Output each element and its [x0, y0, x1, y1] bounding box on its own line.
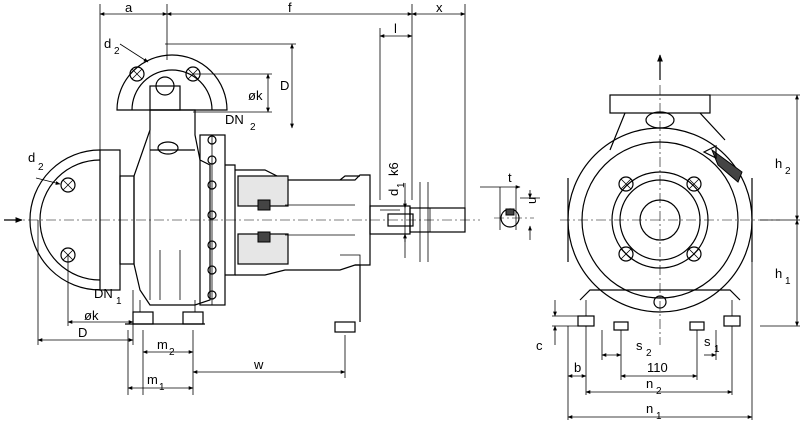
label-phik-left: øk — [84, 308, 99, 323]
front-view: h 2 h 1 c s — [536, 54, 800, 422]
bearing-bracket — [199, 134, 371, 306]
bolt-column — [207, 135, 217, 300]
dim-left-flange: DN 1 øk D — [37, 220, 134, 345]
label-s1-sub: 1 — [714, 344, 720, 355]
label-h1: h — [775, 266, 782, 281]
label-n2: n — [646, 376, 653, 391]
label-c: c — [536, 338, 543, 353]
label-DN2-sub: 2 — [250, 122, 256, 133]
label-l: l — [394, 21, 397, 36]
dim-d1k6: d 1 k6 — [386, 162, 407, 242]
label-u: u — [524, 197, 539, 204]
side-view: d 2 øk D DN 2 d 2 DN 1 — [4, 0, 540, 395]
label-DN1: DN — [94, 286, 113, 301]
label-d1k6: d — [386, 189, 401, 196]
label-s2: s — [636, 338, 643, 353]
side-feet — [125, 264, 361, 333]
label-110: 110 — [647, 360, 668, 375]
dim-d2-left: d 2 — [28, 150, 61, 185]
bottom-dimension-chain: m 2 m 1 w — [127, 330, 346, 395]
label-s2-sub: 2 — [646, 348, 652, 359]
front-height-dims: h 2 h 1 — [700, 94, 800, 327]
dim-d2-top: d 2 — [104, 36, 149, 63]
label-d1k6-sub: 1 — [396, 182, 407, 188]
label-m1-sub: 1 — [159, 382, 165, 393]
label-m1: m — [147, 372, 158, 387]
label-x: x — [436, 0, 443, 15]
label-b: b — [574, 360, 581, 375]
dim-top-flange: øk D DN 2 — [165, 43, 296, 133]
label-n2-sub: 2 — [656, 386, 662, 397]
rotation-arrow-icon — [710, 148, 743, 183]
label-w: w — [253, 357, 264, 372]
label-phik-top: øk — [248, 88, 263, 103]
label-d2-top-sub: 2 — [114, 46, 120, 57]
label-m2: m — [157, 337, 168, 352]
keyway-detail: t u — [480, 170, 540, 240]
shaft — [369, 182, 466, 262]
front-discharge-flange — [609, 94, 711, 114]
label-s1: s — [704, 334, 711, 349]
suction-flange — [10, 149, 480, 291]
discharge-flange — [116, 54, 228, 111]
label-t: t — [508, 170, 512, 185]
front-casing — [567, 127, 753, 313]
label-D-top: D — [280, 78, 289, 93]
label-h1-sub: 1 — [785, 276, 791, 287]
label-n1: n — [646, 401, 653, 416]
front-bottom-dims: s 2 s 1 110 b n 2 n 1 — [567, 262, 753, 422]
label-n1-sub: 1 — [656, 411, 662, 422]
label-d2-top: d — [104, 36, 111, 51]
label-DN2: DN — [225, 112, 244, 127]
pump-casing — [133, 109, 211, 306]
label-h2-sub: 2 — [785, 166, 791, 177]
label-d2-left-sub: 2 — [38, 162, 44, 173]
label-h2: h — [775, 156, 782, 171]
label-D-left: D — [78, 325, 87, 340]
label-DN1-sub: 1 — [116, 296, 122, 307]
label-m2-sub: 2 — [169, 347, 175, 358]
label-d2-left: d — [28, 150, 35, 165]
dim-c: c — [536, 300, 578, 353]
label-a: a — [125, 0, 133, 15]
label-f: f — [288, 0, 292, 15]
label-d1k6-suffix: k6 — [386, 162, 401, 176]
